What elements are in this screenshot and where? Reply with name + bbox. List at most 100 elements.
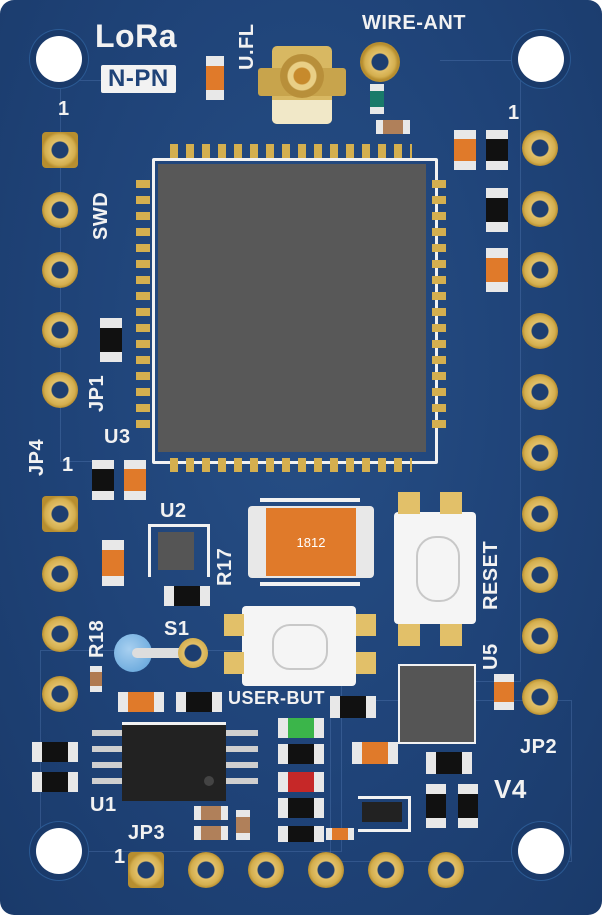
- mounting-hole: [36, 36, 82, 82]
- header-pin: [368, 852, 404, 888]
- header-pin: [128, 852, 164, 888]
- resistor: [164, 586, 210, 606]
- header-pin: [248, 852, 284, 888]
- header-pin: [428, 852, 464, 888]
- switch-lead: [224, 652, 244, 674]
- resistor: [102, 540, 124, 586]
- u2-outline: [148, 524, 210, 577]
- wire-jumper: [132, 648, 192, 658]
- resistor: [100, 318, 122, 362]
- resistor: [458, 784, 478, 828]
- resistor: [330, 696, 376, 718]
- header-pin: [188, 852, 224, 888]
- switch-lead: [440, 492, 462, 514]
- user-button[interactable]: [242, 606, 356, 686]
- ufl-label: U.FL: [236, 23, 258, 70]
- wire-pad: [178, 638, 208, 668]
- resistor: [194, 806, 228, 820]
- switch-lead: [440, 624, 462, 646]
- header-pin: [522, 435, 558, 471]
- header-pin: [42, 676, 78, 712]
- resistor: [32, 772, 78, 792]
- header-pin: [522, 679, 558, 715]
- resistor: [236, 810, 250, 840]
- mounting-hole: [518, 828, 564, 874]
- wire-ant-label: WIRE-ANT: [362, 12, 466, 34]
- mounting-hole: [518, 36, 564, 82]
- resistor: [486, 130, 508, 170]
- resistor: [370, 84, 384, 114]
- header-pin: [42, 252, 78, 288]
- u1-label: U1: [90, 794, 117, 816]
- header-pin: [522, 252, 558, 288]
- header-pin: [42, 616, 78, 652]
- board-subtitle: N-PN: [101, 65, 176, 93]
- u5-label: U5: [480, 643, 502, 670]
- mounting-hole: [36, 828, 82, 874]
- header-pin: [522, 496, 558, 532]
- mcu-package: [132, 140, 450, 476]
- version-label: V4: [494, 774, 527, 804]
- resistor: [32, 742, 78, 762]
- resistor: [124, 460, 146, 500]
- reset-label: RESET: [480, 540, 502, 610]
- u3-label: U3: [104, 426, 131, 448]
- jp2-label: JP2: [520, 736, 558, 758]
- header-pin: [42, 372, 78, 408]
- diode: [362, 802, 402, 822]
- switch-lead: [356, 614, 376, 636]
- switch-lead: [398, 624, 420, 646]
- r18-label: R18: [86, 619, 108, 658]
- resistor: [454, 130, 476, 170]
- jp1-label: JP1: [86, 374, 108, 412]
- switch-lead: [224, 614, 244, 636]
- header-pin: [522, 618, 558, 654]
- header-pin: [42, 132, 78, 168]
- switch-lead: [356, 652, 376, 674]
- resistor: [278, 826, 324, 842]
- header-pin: [522, 130, 558, 166]
- resistor: [376, 120, 410, 134]
- swd-label: SWD: [90, 191, 112, 240]
- ufl-connector: [258, 46, 346, 124]
- resistor: [118, 692, 164, 712]
- led-green: [278, 718, 324, 738]
- trace: [440, 60, 521, 682]
- header-pin: [522, 374, 558, 410]
- header-pin: [522, 557, 558, 593]
- header-pin: [522, 191, 558, 227]
- resistor: [92, 460, 114, 500]
- resistor: [206, 56, 224, 100]
- pin1-left-label: 1: [58, 98, 70, 120]
- header-pin: [42, 496, 78, 532]
- wire-ant-pad: [360, 42, 400, 82]
- pin1-bottom-label: 1: [114, 846, 126, 868]
- pin1-right-label: 1: [508, 102, 520, 124]
- resistor: [486, 188, 508, 232]
- reset-button[interactable]: [394, 512, 476, 624]
- r17-label: R17: [214, 547, 236, 586]
- resistor: [426, 752, 472, 774]
- resistor: [278, 744, 324, 764]
- header-pin: [42, 556, 78, 592]
- led-red: [278, 772, 324, 792]
- resistor: [90, 666, 102, 692]
- header-pin: [42, 192, 78, 228]
- header-pin: [522, 313, 558, 349]
- u2-chip: [158, 532, 194, 570]
- user-but-label: USER-BUT: [228, 688, 325, 708]
- u2-label: U2: [160, 500, 187, 522]
- jp4-label: JP4: [26, 438, 48, 476]
- resistor: [194, 826, 228, 840]
- capacitor-1812: 1812: [248, 498, 374, 586]
- resistor: [326, 828, 354, 840]
- board-title: LoRa: [95, 18, 177, 54]
- s1-label: S1: [164, 618, 190, 640]
- u5-chip: [398, 664, 476, 744]
- resistor: [486, 248, 508, 292]
- u1-chip: [92, 722, 258, 801]
- pin1-jp4-label: 1: [62, 454, 74, 476]
- diode-outline: [358, 796, 411, 832]
- jp3-label: JP3: [128, 822, 166, 844]
